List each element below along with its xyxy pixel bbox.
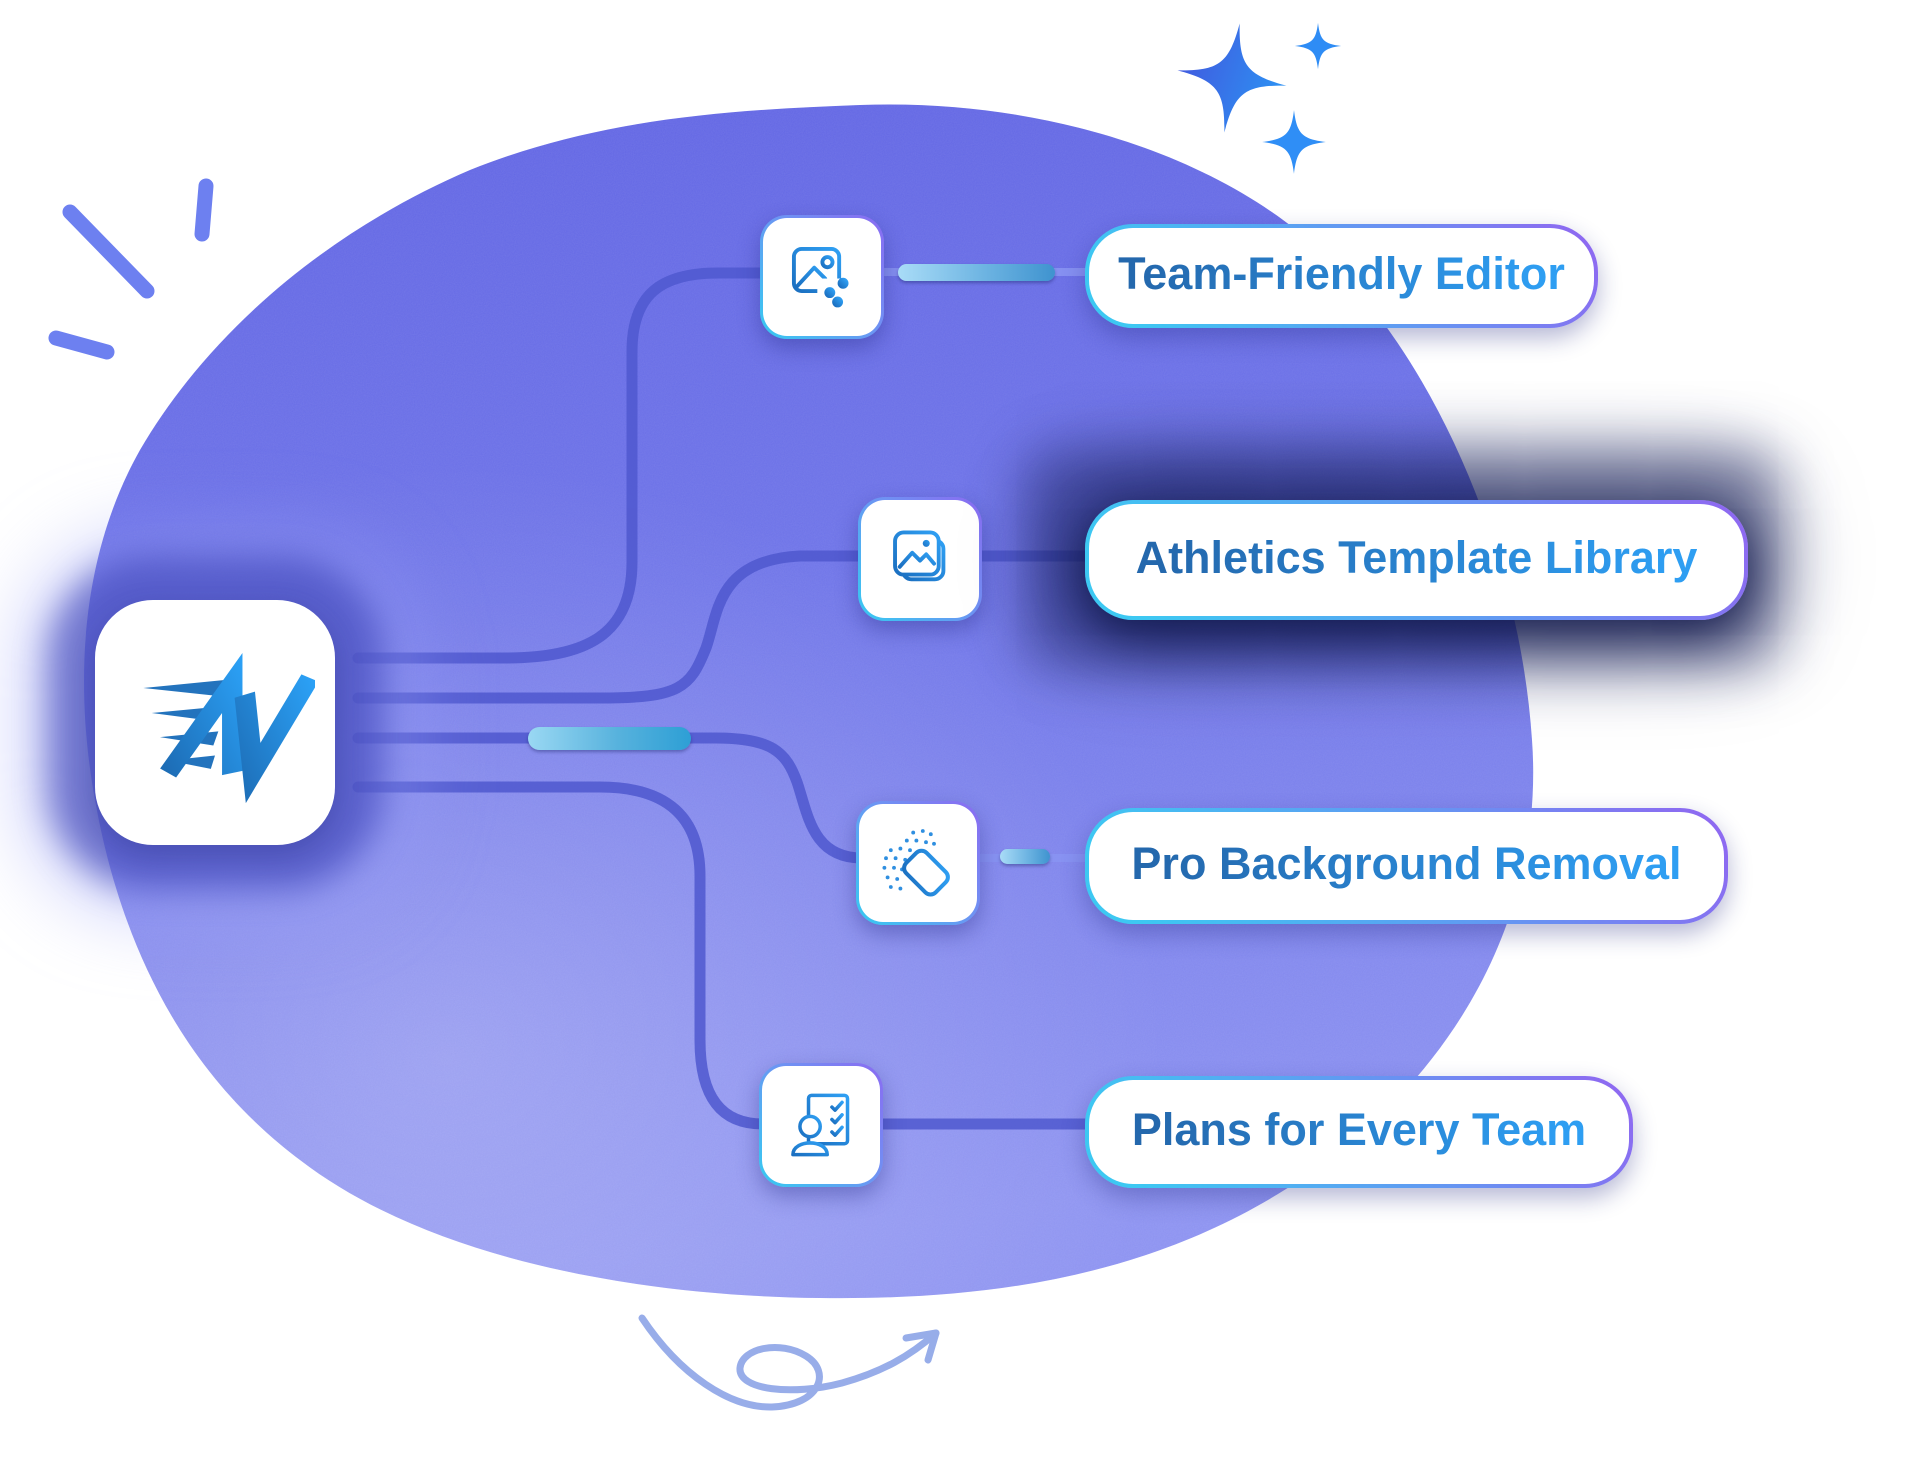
feature-label: Pro Background Removal bbox=[1131, 838, 1682, 889]
monogram-av bbox=[160, 652, 315, 803]
connector-to-plans bbox=[352, 781, 769, 1130]
burst-strokes bbox=[48, 178, 214, 360]
connector-to-templates bbox=[352, 550, 868, 704]
arrowhead bbox=[902, 1329, 940, 1364]
sparkle-large bbox=[1177, 23, 1287, 133]
person-checklist-icon bbox=[791, 1093, 850, 1157]
av-logo-icon bbox=[143, 652, 315, 803]
connector-to-editor bbox=[352, 267, 770, 664]
connector-to-removal bbox=[352, 732, 868, 864]
eraser-dots-icon bbox=[882, 829, 950, 897]
feature-label: Athletics Template Library bbox=[1135, 532, 1698, 583]
squiggle-arrow bbox=[638, 1314, 940, 1411]
highlight-bar-center bbox=[528, 727, 691, 750]
stacked-photos-icon bbox=[893, 530, 946, 582]
blob-background bbox=[83, 104, 1534, 1299]
app-logo-card bbox=[95, 600, 335, 845]
feature-label: Team-Friendly Editor bbox=[1118, 248, 1565, 299]
sparkle-small bbox=[1294, 22, 1342, 70]
connector-lines bbox=[352, 267, 1096, 1130]
highlight-bar-row1 bbox=[898, 264, 1055, 281]
sparkles bbox=[1177, 22, 1342, 174]
feature-pill-plans: Plans for Every Team bbox=[1085, 1076, 1633, 1188]
feature-card-removal bbox=[856, 801, 980, 925]
feature-pill-templates: Athletics Template Library bbox=[1085, 500, 1748, 620]
feature-pill-editor: Team-Friendly Editor bbox=[1085, 224, 1598, 328]
feature-label: Plans for Every Team bbox=[1131, 1104, 1587, 1155]
feature-card-plans bbox=[759, 1063, 883, 1187]
feature-pill-removal: Pro Background Removal bbox=[1085, 808, 1728, 924]
highlight-bar-row3 bbox=[1000, 849, 1050, 864]
feature-card-templates bbox=[858, 497, 982, 621]
feature-card-editor bbox=[760, 215, 884, 339]
sparkle-medium bbox=[1262, 110, 1326, 174]
image-adjust-sliders-icon bbox=[791, 246, 855, 309]
